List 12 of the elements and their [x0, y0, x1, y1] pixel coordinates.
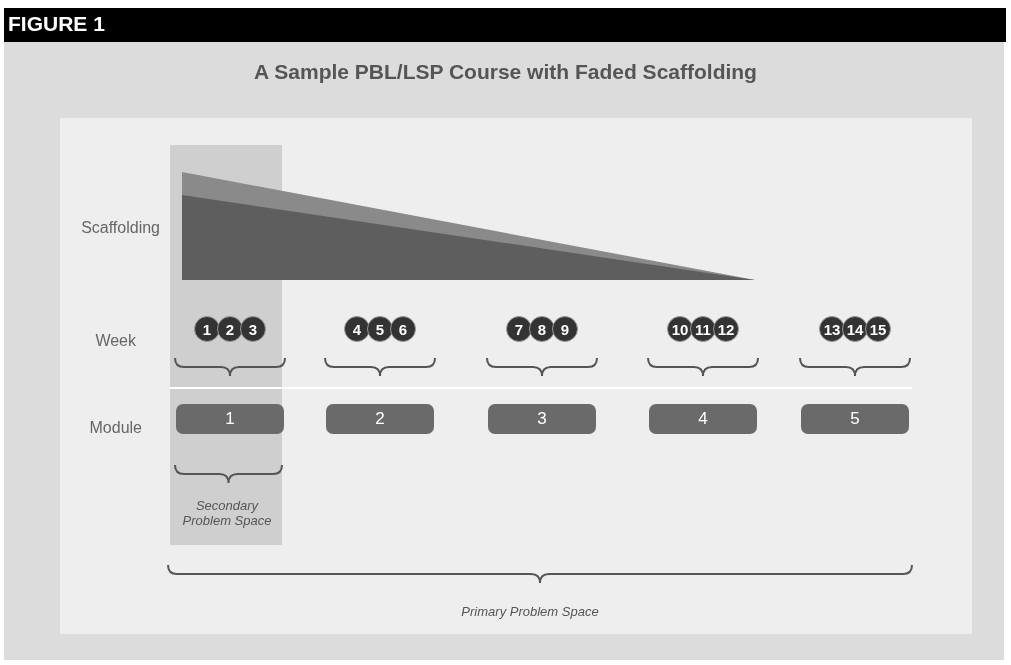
bracket-caption: Primary Problem Space	[460, 604, 600, 619]
module-bar: 2	[326, 404, 434, 434]
row-label: Module	[88, 419, 142, 437]
figure-label: FIGURE 1	[8, 12, 105, 36]
figure-title: A Sample PBL/LSP Course with Faded Scaffolding	[253, 60, 758, 84]
module-bar: 1	[176, 404, 284, 434]
row-label: Scaffolding	[80, 219, 160, 237]
module-bar: 4	[649, 404, 757, 434]
module-bar: 3	[488, 404, 596, 434]
row-label: Week	[94, 332, 136, 350]
module-bar: 5	[801, 404, 909, 434]
bracket-caption: Secondary Problem Space	[181, 498, 273, 528]
